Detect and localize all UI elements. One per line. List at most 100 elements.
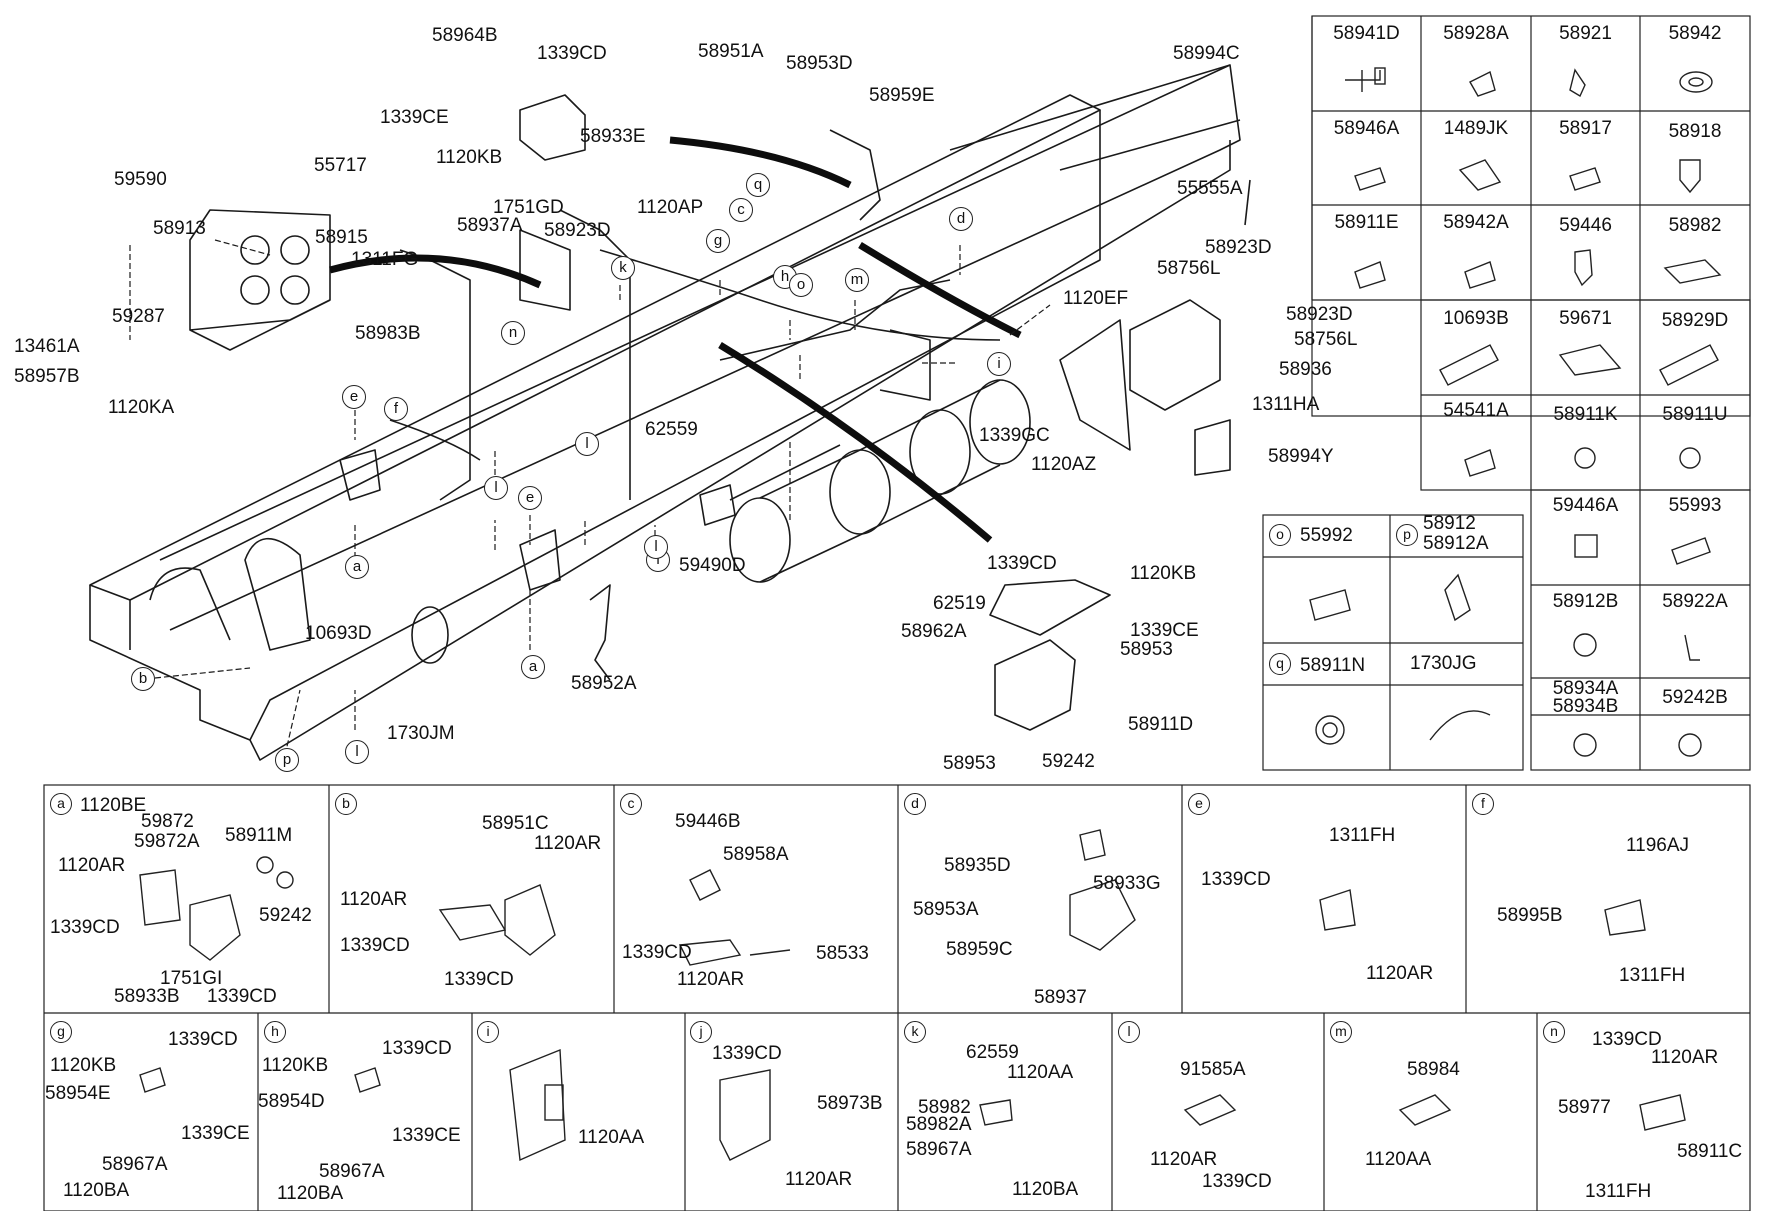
- part-label[interactable]: 1751GD: [493, 197, 564, 218]
- part-label[interactable]: 58533: [816, 943, 869, 964]
- part-label[interactable]: 1730JG: [1410, 653, 1477, 674]
- part-label[interactable]: 58995B: [1497, 905, 1563, 926]
- part-label[interactable]: 58935D: [944, 855, 1011, 876]
- ref-letter-circle[interactable]: a: [521, 655, 545, 679]
- part-label[interactable]: 1339CD: [207, 986, 277, 1007]
- part-label[interactable]: 58937: [1034, 987, 1087, 1008]
- part-label[interactable]: 1730JM: [387, 723, 455, 744]
- ref-letter-circle[interactable]: n: [501, 321, 525, 345]
- part-label[interactable]: 58957B: [14, 366, 80, 387]
- ref-letter-circle[interactable]: e: [518, 486, 542, 510]
- ref-letter-circle[interactable]: i: [987, 352, 1011, 376]
- parts-table-cell[interactable]: 10693B: [1443, 308, 1509, 329]
- part-label[interactable]: 1339CE: [380, 107, 449, 128]
- part-label[interactable]: 1339CD: [1201, 869, 1271, 890]
- ref-letter-circle[interactable]: k: [611, 256, 635, 280]
- ref-letter-circle[interactable]: l: [484, 476, 508, 500]
- part-label[interactable]: 1120KA: [108, 397, 175, 418]
- parts-table-cell[interactable]: 58911U: [1662, 404, 1728, 425]
- parts-table-cell[interactable]: 58928A: [1443, 23, 1509, 44]
- part-label[interactable]: 1120EF: [1063, 288, 1129, 309]
- part-label[interactable]: 1120BA: [277, 1183, 344, 1204]
- part-label[interactable]: 58953A: [913, 899, 979, 920]
- part-label[interactable]: 1120AR: [58, 855, 126, 876]
- part-label[interactable]: 1120AR: [1150, 1149, 1218, 1170]
- part-label[interactable]: 1120AZ: [1031, 454, 1097, 475]
- part-label[interactable]: 55992: [1300, 525, 1353, 546]
- part-label[interactable]: 10693D: [305, 623, 372, 644]
- part-label[interactable]: 59446B: [675, 811, 741, 832]
- ref-letter-circle[interactable]: l: [345, 740, 369, 764]
- part-label[interactable]: 58912A: [1423, 533, 1489, 554]
- part-label[interactable]: 58953: [943, 753, 996, 774]
- parts-table-cell[interactable]: 58922A: [1662, 591, 1728, 612]
- part-label[interactable]: 58959E: [869, 85, 935, 106]
- parts-table-cell[interactable]: 58917: [1559, 118, 1612, 139]
- part-label[interactable]: 1120KB: [50, 1055, 117, 1076]
- part-label[interactable]: 58994C: [1173, 43, 1240, 64]
- part-label[interactable]: 91585A: [1180, 1059, 1246, 1080]
- parts-table-cell[interactable]: 59446A: [1552, 495, 1619, 516]
- ref-letter-circle[interactable]: m: [845, 268, 869, 292]
- part-label[interactable]: 58954E: [45, 1083, 111, 1104]
- ref-letter-circle[interactable]: l: [644, 535, 668, 559]
- part-label[interactable]: 58982: [918, 1097, 971, 1118]
- parts-table-cell[interactable]: 58911K: [1553, 404, 1618, 425]
- part-label[interactable]: 1120AA: [1007, 1062, 1074, 1083]
- part-label[interactable]: 58977: [1558, 1097, 1611, 1118]
- part-label[interactable]: 58936: [1279, 359, 1332, 380]
- part-label[interactable]: 58982A: [906, 1114, 972, 1135]
- part-label[interactable]: 1339CD: [168, 1029, 238, 1050]
- part-label[interactable]: 58967A: [102, 1154, 168, 1175]
- parts-table-cell[interactable]: 59446: [1559, 215, 1612, 236]
- part-label[interactable]: 58911C: [1677, 1141, 1743, 1162]
- part-label[interactable]: 58983B: [355, 323, 421, 344]
- ref-letter-circle[interactable]: d: [949, 207, 973, 231]
- part-label[interactable]: 55555A: [1177, 178, 1243, 199]
- parts-table-cell[interactable]: 59242B: [1662, 687, 1728, 708]
- part-label[interactable]: 1339CD: [340, 935, 410, 956]
- parts-table-cell[interactable]: 58982: [1668, 215, 1722, 236]
- part-label[interactable]: 62559: [645, 419, 698, 440]
- parts-table-cell[interactable]: 54541A: [1443, 400, 1509, 421]
- part-label[interactable]: 13461A: [14, 336, 80, 357]
- part-label[interactable]: 1339CD: [712, 1043, 782, 1064]
- part-label[interactable]: 58951A: [698, 41, 764, 62]
- part-label[interactable]: 59242: [259, 905, 312, 926]
- part-label[interactable]: 58958A: [723, 844, 789, 865]
- part-label[interactable]: 58954D: [258, 1091, 325, 1112]
- part-label[interactable]: 58933E: [580, 126, 646, 147]
- part-label[interactable]: 1339CD: [537, 43, 607, 64]
- part-label[interactable]: 1339CE: [181, 1123, 250, 1144]
- part-label[interactable]: 58953: [1120, 639, 1173, 660]
- ref-letter-circle[interactable]: q: [746, 173, 770, 197]
- ref-letter-circle[interactable]: a: [345, 555, 369, 579]
- ref-letter-circle[interactable]: f: [384, 397, 408, 421]
- part-label[interactable]: 59872A: [134, 831, 200, 852]
- part-label[interactable]: 1120AR: [1651, 1047, 1719, 1068]
- part-label[interactable]: 1120AR: [534, 833, 602, 854]
- parts-table-cell[interactable]: 59671: [1559, 308, 1612, 329]
- part-label[interactable]: 58933G: [1093, 873, 1161, 894]
- part-label[interactable]: 58923D: [1286, 304, 1353, 325]
- parts-table-cell[interactable]: 1489JK: [1443, 118, 1509, 139]
- part-label[interactable]: 59490D: [679, 555, 746, 576]
- parts-table-cell[interactable]: 58912B: [1552, 591, 1619, 612]
- part-label[interactable]: 59242: [1042, 751, 1095, 772]
- parts-table-cell[interactable]: 58942: [1668, 23, 1722, 44]
- part-label[interactable]: 58959C: [946, 939, 1013, 960]
- ref-letter-circle[interactable]: o: [789, 273, 813, 297]
- part-label[interactable]: 1339CD: [444, 969, 514, 990]
- part-label[interactable]: 55717: [314, 155, 367, 176]
- part-label[interactable]: 58953D: [786, 53, 853, 74]
- part-label[interactable]: 1339GC: [979, 425, 1050, 446]
- parts-table-cell[interactable]: 58946A: [1333, 118, 1400, 139]
- part-label[interactable]: 58952A: [571, 673, 637, 694]
- part-label[interactable]: 62519: [933, 593, 986, 614]
- ref-letter-circle[interactable]: b: [131, 667, 155, 691]
- ref-letter-circle[interactable]: p: [275, 748, 299, 772]
- part-label[interactable]: 58984: [1407, 1059, 1460, 1080]
- part-label[interactable]: 59287: [112, 306, 165, 327]
- part-label[interactable]: 58911N: [1300, 655, 1366, 676]
- ref-letter-circle[interactable]: e: [342, 385, 366, 409]
